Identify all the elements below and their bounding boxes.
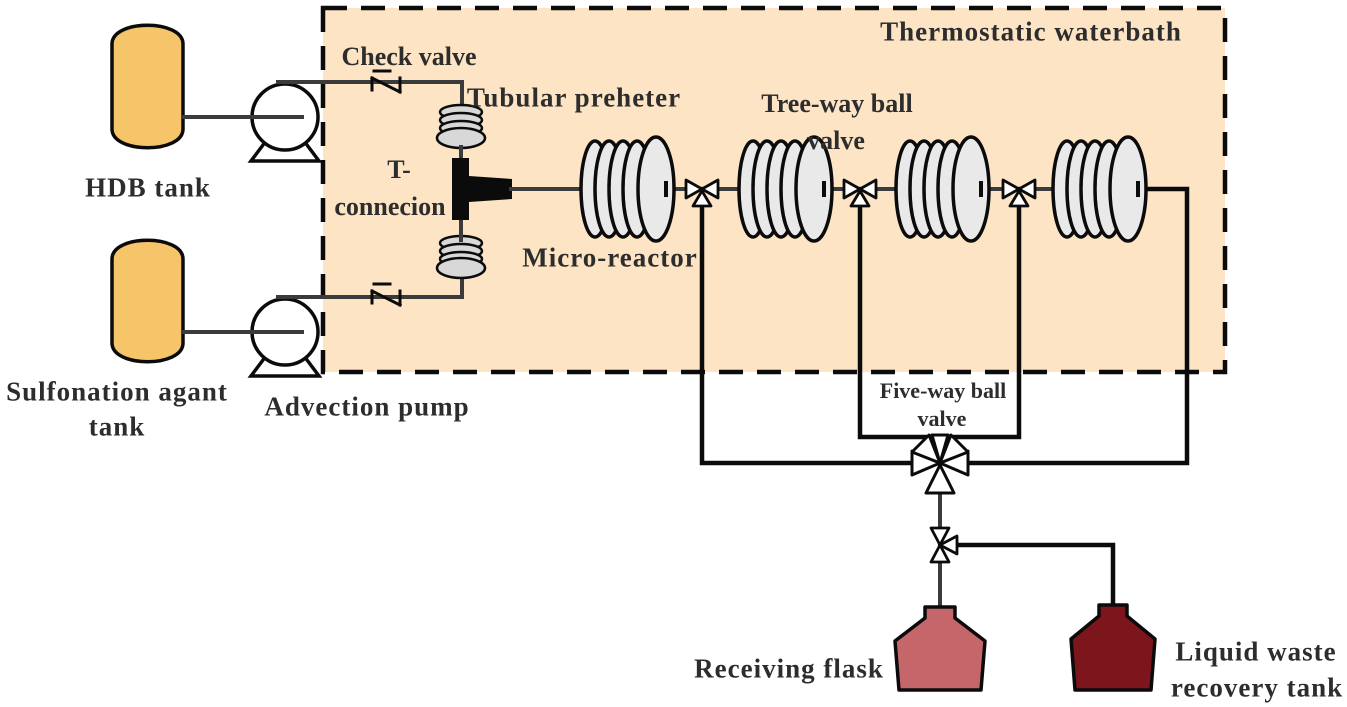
hdb-tank-shape — [110, 23, 185, 150]
pipe-drainvalve-to-waste — [953, 542, 1116, 609]
three-way-valve-label-line1: Tree-way ball — [761, 89, 913, 118]
check-valve-2 — [369, 282, 403, 308]
sulfonation-tank-shape — [110, 238, 185, 364]
t-connection-label-line1: T- — [387, 155, 411, 184]
advection-pump-2 — [181, 297, 323, 378]
pipe-pump1-to-preheater — [276, 80, 464, 109]
check-valve-1 — [369, 69, 403, 95]
tubular-preheater-bottom — [435, 234, 487, 280]
advection-pump-1 — [181, 82, 323, 163]
pipe-bottom-bus — [699, 186, 1190, 466]
three-way-ball-valve-1 — [684, 178, 720, 208]
three-way-valve-label-line2: valve — [807, 126, 865, 155]
t-connection-fitting — [452, 158, 512, 220]
thermostatic-waterbath-label: Thermostatic waterbath — [880, 16, 1182, 47]
five-way-ball-valve — [910, 433, 970, 495]
liquid-waste-label-line1: Liquid waste — [1175, 636, 1337, 667]
three-way-ball-valve-3 — [1001, 178, 1037, 208]
micro-reactor-coil-2 — [737, 135, 834, 243]
hdb-tank-label: HDB tank — [85, 172, 211, 203]
micro-reactor-coil-4 — [1051, 135, 1148, 243]
sulfonation-tank-label-line1: Sulfonation agant — [6, 376, 228, 407]
micro-reactor-label: Micro-reactor — [522, 242, 698, 273]
coil-outlet-ticks — [664, 181, 1140, 197]
micro-reactor-coil-3 — [894, 135, 991, 243]
advection-pump-label: Advection pump — [264, 391, 470, 422]
sulfonation-tank-label-line2: tank — [88, 411, 146, 442]
liquid-waste-tank-shape — [1069, 603, 1157, 692]
five-way-valve-label-line1: Five-way ball — [879, 378, 1007, 403]
t-connection-label-line2: connecion — [334, 192, 446, 221]
three-way-ball-valve-2 — [842, 178, 878, 208]
five-way-valve-label-line2: valve — [917, 406, 967, 431]
receiving-flask-label: Receiving flask — [694, 653, 884, 684]
drain-three-way-valve — [929, 526, 959, 564]
pipe-pump2-to-preheater — [276, 271, 464, 299]
micro-reactor-coil-1 — [579, 135, 676, 243]
liquid-waste-label-line2: recovery tank — [1170, 672, 1344, 703]
check-valve-label: Check valve — [341, 42, 477, 71]
tubular-preheater-label: Tubular preheter — [466, 82, 682, 113]
receiving-flask-shape — [893, 605, 987, 692]
